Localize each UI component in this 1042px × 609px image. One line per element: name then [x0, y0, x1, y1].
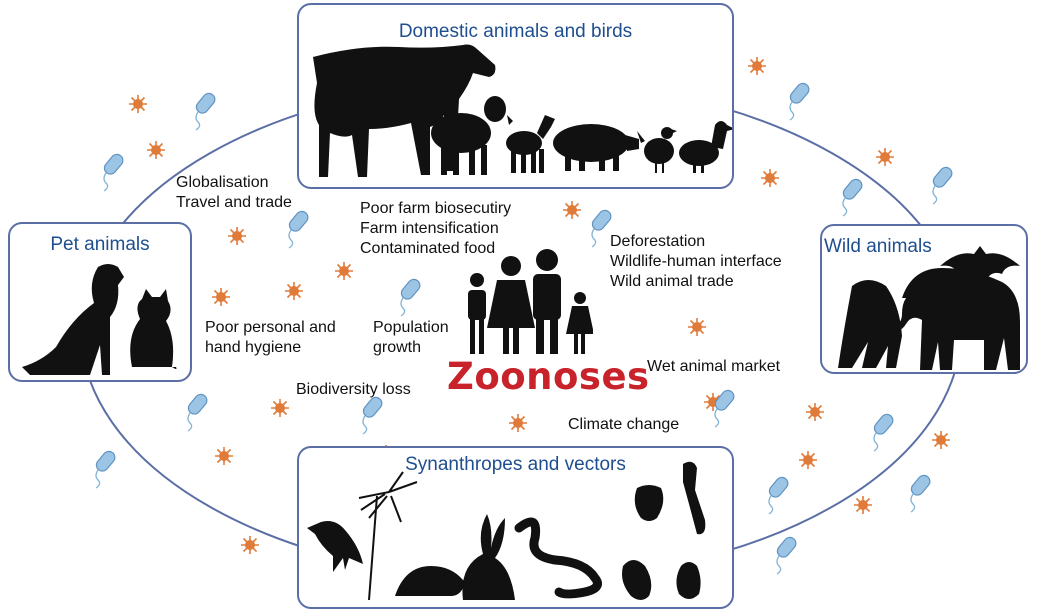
tick-icon [635, 485, 664, 521]
wild-animals-box: Wild animals [820, 224, 1028, 374]
farm-label: Poor farm biosecutiry Farm intensificati… [360, 199, 511, 259]
label-line: Poor personal and [205, 318, 336, 338]
rat-icon [395, 566, 471, 596]
label-line: Deforestation [610, 232, 782, 252]
domestic-animals-box: Domestic animals and birds [297, 3, 734, 189]
hygiene-label: Poor personal and hand hygiene [205, 318, 336, 358]
wet-market-label: Wet animal market [647, 357, 780, 377]
pet-animals-box: Pet animals [8, 222, 192, 382]
crow-icon [307, 521, 363, 572]
label-line: Farm intensification [360, 219, 511, 239]
label-line: hand hygiene [205, 338, 336, 358]
climate-label: Climate change [568, 415, 679, 435]
cockroach-icon [622, 560, 651, 600]
cat-icon [130, 289, 176, 369]
rabbit-icon [462, 514, 515, 600]
pig-icon [553, 124, 639, 171]
label-line: growth [373, 338, 449, 358]
cow-icon [313, 45, 495, 178]
label-line: Wild animal trade [610, 272, 782, 292]
snake-icon [519, 522, 597, 594]
goat-icon [506, 115, 555, 173]
deforestation-label: Deforestation Wildlife-human interface W… [610, 232, 782, 292]
elephant-icon [892, 268, 1020, 370]
lizard-icon [683, 462, 705, 534]
zoonoses-title: Zoonoses [447, 355, 650, 398]
duck-icon [679, 121, 734, 173]
label-line: Wildlife-human interface [610, 252, 782, 272]
label-line: Travel and trade [176, 193, 292, 213]
chicken-icon [637, 127, 677, 173]
label-line: Poor farm biosecutiry [360, 199, 511, 219]
label-line: Population [373, 318, 449, 338]
biodiversity-label: Biodiversity loss [296, 380, 411, 400]
synanthropes-box: Synanthropes and vectors [297, 446, 734, 609]
globalisation-label: Globalisation Travel and trade [176, 173, 292, 213]
label-line: Contaminated food [360, 239, 511, 259]
population-label: Population growth [373, 318, 449, 358]
dog-icon [22, 264, 124, 375]
beetle-icon [676, 562, 700, 599]
gorilla-icon [838, 280, 902, 368]
label-line: Globalisation [176, 173, 292, 193]
family-icon [463, 248, 593, 356]
